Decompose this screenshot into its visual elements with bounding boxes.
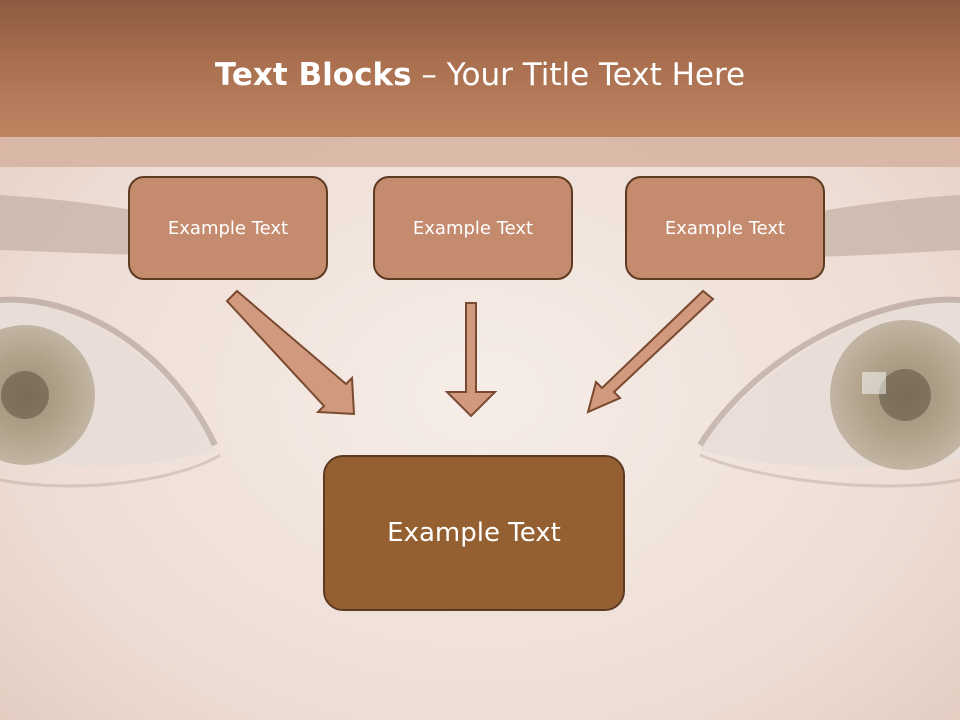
arrow-right-icon [586,289,715,414]
main-text-block-label: Example Text [387,518,561,548]
text-block-3[interactable]: Example Text [625,176,825,280]
arrow-left-icon [225,289,356,416]
title-bar [0,0,960,137]
slide-title: Text Blocks – Your Title Text Here [0,55,960,95]
text-block-2[interactable]: Example Text [373,176,573,280]
slide-title-bold: Text Blocks [214,57,412,93]
title-band [0,137,960,167]
text-block-3-label: Example Text [664,217,786,239]
text-block-2-label: Example Text [412,217,534,239]
main-text-block[interactable]: Example Text [323,455,625,611]
arrow-down-icon [444,302,498,418]
text-block-1-label: Example Text [167,217,289,239]
slide-title-rest: – Your Title Text Here [411,57,746,93]
text-block-1[interactable]: Example Text [128,176,328,280]
